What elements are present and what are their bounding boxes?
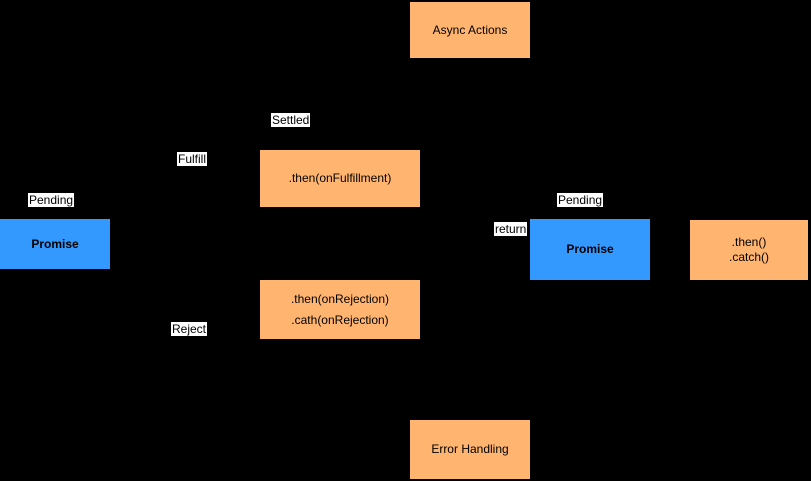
edge-label-pending-left: Pending <box>28 193 75 207</box>
node-promise-right-label: Promise <box>566 242 614 256</box>
edge-label-reject: Reject <box>171 322 208 336</box>
node-error-handling: Error Handling <box>410 420 530 479</box>
node-error-handling-label: Error Handling <box>431 442 509 456</box>
node-async-actions-label: Async Actions <box>432 22 508 37</box>
node-then-catch-line2: .catch() <box>728 250 769 264</box>
node-then-catch: .then() .catch() <box>690 220 808 280</box>
node-async-actions: Async Actions <box>410 2 530 58</box>
node-then-onrejection-line2: .cath(onRejection) <box>291 312 389 327</box>
edge-label-fulfill: Fulfill <box>177 152 208 166</box>
node-then-onrejection: .then(onRejection) .cath(onRejection) <box>260 280 420 339</box>
node-then-catch-line1: .then() <box>731 235 767 249</box>
edge-label-return: return <box>494 222 528 236</box>
edge-label-settled: Settled <box>271 113 311 127</box>
node-promise-right: Promise <box>530 219 650 280</box>
node-then-onfulfillment: .then(onFulfillment) <box>260 150 420 207</box>
node-then-onfulfillment-label: .then(onFulfillment) <box>288 171 392 185</box>
node-promise-left-label: Promise <box>31 236 79 251</box>
edge-label-pending-right: Pending <box>557 193 604 207</box>
node-promise-left: Promise <box>0 219 110 269</box>
node-then-onrejection-line1: .then(onRejection) <box>290 291 390 306</box>
